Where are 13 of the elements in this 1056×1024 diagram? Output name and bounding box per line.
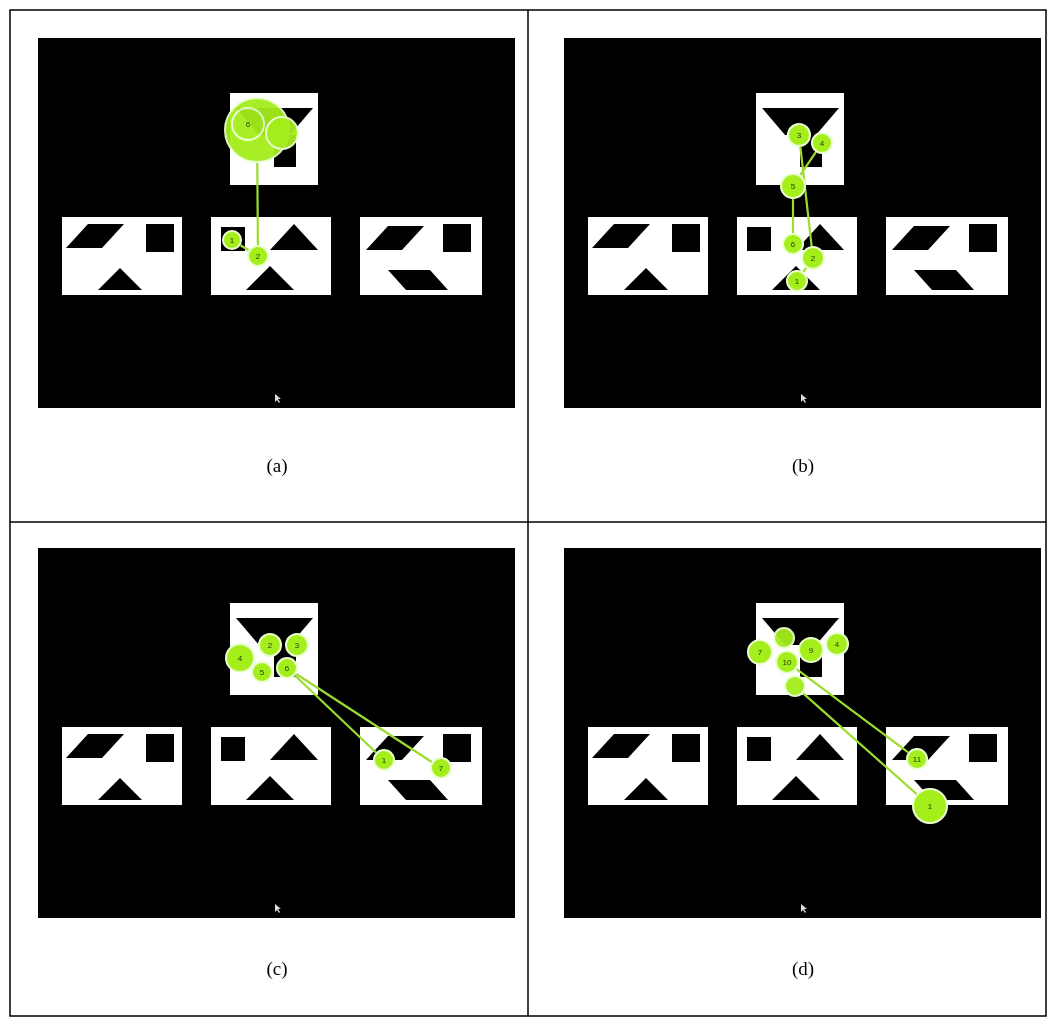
fixation-circle: 6 bbox=[231, 107, 265, 141]
panel-caption: (d) bbox=[791, 958, 815, 980]
saccade-line bbox=[799, 151, 817, 176]
panel-caption: (c) bbox=[266, 958, 288, 980]
saccade-line bbox=[799, 146, 813, 247]
panel-caption: (b) bbox=[791, 455, 815, 477]
saccade-line bbox=[295, 673, 433, 763]
saccade-line bbox=[802, 692, 918, 795]
saccade-line bbox=[239, 244, 250, 252]
panel-caption: (a) bbox=[266, 455, 288, 477]
saccade-line bbox=[294, 674, 377, 754]
saccade-line bbox=[256, 163, 259, 245]
saccade-line bbox=[791, 199, 795, 233]
